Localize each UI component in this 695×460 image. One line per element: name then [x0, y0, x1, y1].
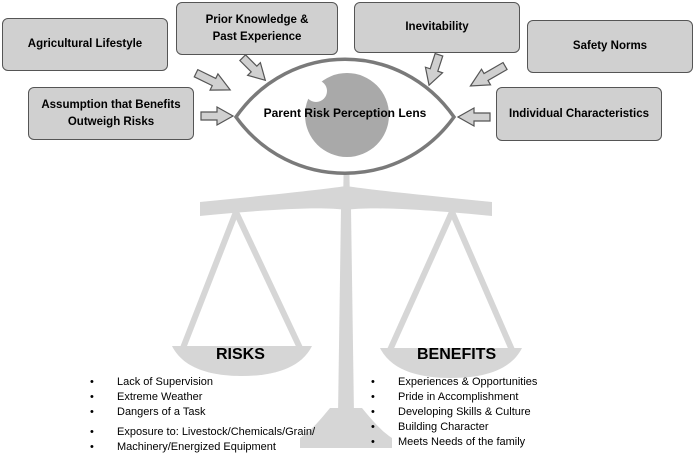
- label-assumption-2: Outweigh Risks: [67, 115, 155, 128]
- right-chain-1: [387, 210, 455, 352]
- label-inevitability: Inevitability: [405, 21, 469, 34]
- arrows: [193, 52, 508, 128]
- benefit-item: Building Character: [371, 420, 537, 435]
- label-assumption-1: Assumption that Benefits: [41, 98, 181, 111]
- benefit-item: Meets Needs of the family: [371, 435, 537, 450]
- label-prior-knowledge-1: Prior Knowledge &: [205, 13, 309, 26]
- arrow-individual: [456, 106, 491, 128]
- box-inevitability: Inevitability: [354, 2, 520, 53]
- label-safety-norms: Safety Norms: [572, 40, 648, 53]
- arrow-safety-norms: [469, 61, 508, 87]
- lens-label: Parent Risk Perception Lens: [263, 106, 427, 120]
- arrow-inevitability: [424, 52, 444, 87]
- risk-item-continued-text: Machinery/Energized Equipment: [117, 441, 276, 453]
- left-pan: [172, 346, 312, 376]
- box-safety-norms: Safety Norms: [527, 20, 693, 73]
- balance-scale: [172, 150, 522, 448]
- benefits-title: BENEFITS: [417, 346, 497, 363]
- benefit-item: Pride in Accomplishment: [371, 390, 537, 405]
- label-individual-characteristics: Individual Characteristics: [509, 107, 649, 120]
- eye-lens: [233, 57, 457, 175]
- label-prior-knowledge-2: Past Experience: [212, 30, 302, 43]
- benefit-item: Developing Skills & Culture: [371, 405, 537, 420]
- risk-item: Extreme Weather: [90, 390, 315, 405]
- box-agricultural-lifestyle: Agricultural Lifestyle: [2, 18, 168, 71]
- arrow-prior-knowledge: [239, 54, 267, 82]
- right-chain-2: [449, 210, 515, 352]
- arrow-assumption: [200, 105, 235, 127]
- risk-item: Dangers of a Task: [90, 405, 315, 420]
- risk-item-continued: Machinery/Energized Equipment: [90, 440, 315, 455]
- label-agricultural-lifestyle: Agricultural Lifestyle: [27, 38, 143, 51]
- eye-highlight: [305, 80, 327, 102]
- scale-beam: [200, 186, 492, 216]
- risks-title: RISKS: [216, 346, 265, 363]
- risk-item: Lack of Supervision: [90, 375, 315, 390]
- benefit-item: Experiences & Opportunities: [371, 375, 537, 390]
- scale-pole: [338, 208, 354, 415]
- left-chain-1: [180, 210, 239, 350]
- risks-list: Lack of Supervision Extreme Weather Dang…: [90, 375, 315, 455]
- risk-item: Exposure to: Livestock/Chemicals/Grain/: [90, 425, 315, 440]
- box-prior-knowledge: Prior Knowledge & Past Experience: [176, 2, 338, 55]
- benefits-list: Experiences & Opportunities Pride in Acc…: [371, 375, 537, 450]
- box-assumption: Assumption that Benefits Outweigh Risks: [28, 87, 194, 140]
- box-individual-characteristics: Individual Characteristics: [496, 87, 662, 141]
- arrow-agricultural: [193, 68, 232, 91]
- left-chain-2: [233, 210, 303, 350]
- scale-base: [300, 408, 392, 448]
- right-pan: [380, 348, 522, 378]
